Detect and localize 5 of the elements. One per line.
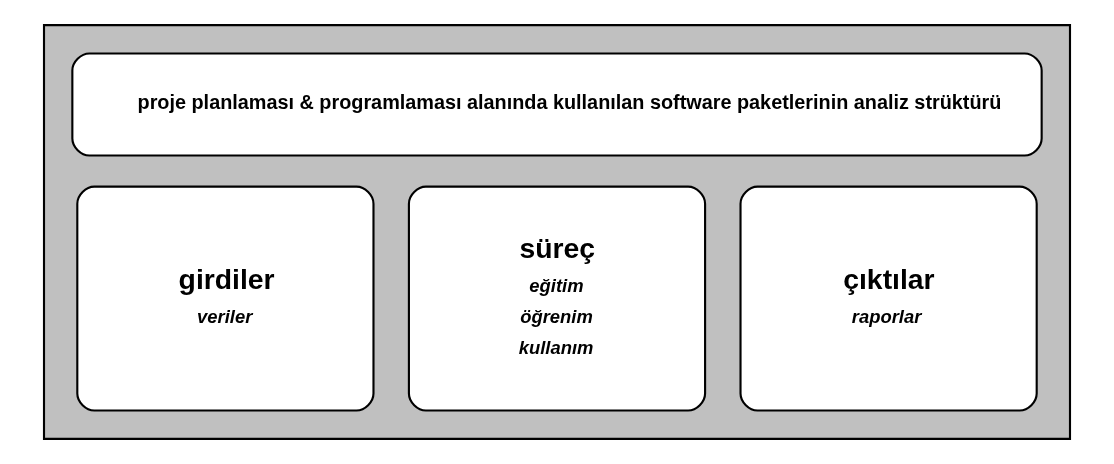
node-box: çıktılar raporlar bbox=[739, 185, 1038, 412]
node-box: süreç eğitim öğrenim kullanım bbox=[407, 185, 707, 412]
cluster bbox=[42, 24, 1072, 440]
node-box: girdiler veriler bbox=[76, 185, 375, 412]
node-box: proje planlaması & programlaması alanında kullanılan software paketlerinin analiz strüktürü bbox=[71, 52, 1043, 157]
